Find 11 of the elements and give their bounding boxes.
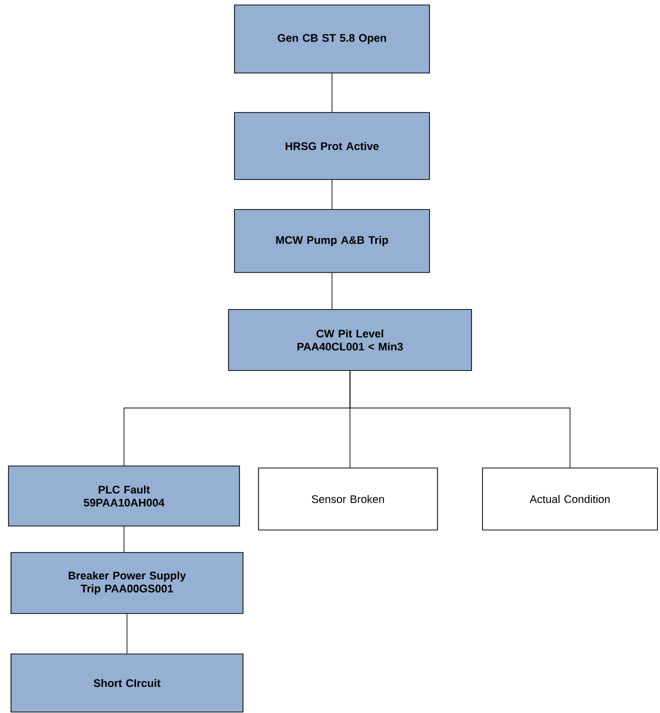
condition-box: Actual Condition bbox=[482, 468, 658, 530]
process-box: PLC Fault 59PAA10AH004 bbox=[8, 466, 240, 526]
connector-line bbox=[126, 614, 128, 654]
process-box: Breaker Power Supply Trip PAA00GS001 bbox=[10, 552, 244, 614]
process-box: Gen CB ST 5.8 Open bbox=[234, 4, 430, 74]
process-box: Short CIrcuit bbox=[10, 654, 244, 712]
process-box: CW Pit Level PAA40CL001 < Min3 bbox=[228, 309, 472, 371]
process-box: HRSG Prot Active bbox=[234, 112, 430, 180]
connector-line bbox=[350, 370, 570, 468]
condition-box: Sensor Broken bbox=[258, 468, 438, 530]
process-box: MCW Pump A&B Trip bbox=[234, 209, 430, 273]
